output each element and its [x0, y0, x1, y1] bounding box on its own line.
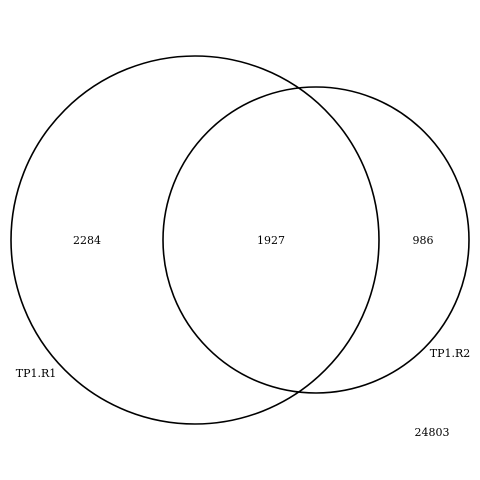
- outside-count: 24803: [415, 426, 450, 439]
- set-circle-tp1-r1: [10, 55, 380, 425]
- region-count-tp1-r1-only: 2284: [73, 234, 101, 247]
- set-label-tp1-r1: TP1.R1: [16, 367, 57, 380]
- region-count-tp1-r2-only: 986: [413, 234, 434, 247]
- set-label-tp1-r2: TP1.R2: [430, 347, 471, 360]
- set-circle-tp1-r2: [162, 86, 470, 394]
- region-count-intersection: 1927: [257, 234, 285, 247]
